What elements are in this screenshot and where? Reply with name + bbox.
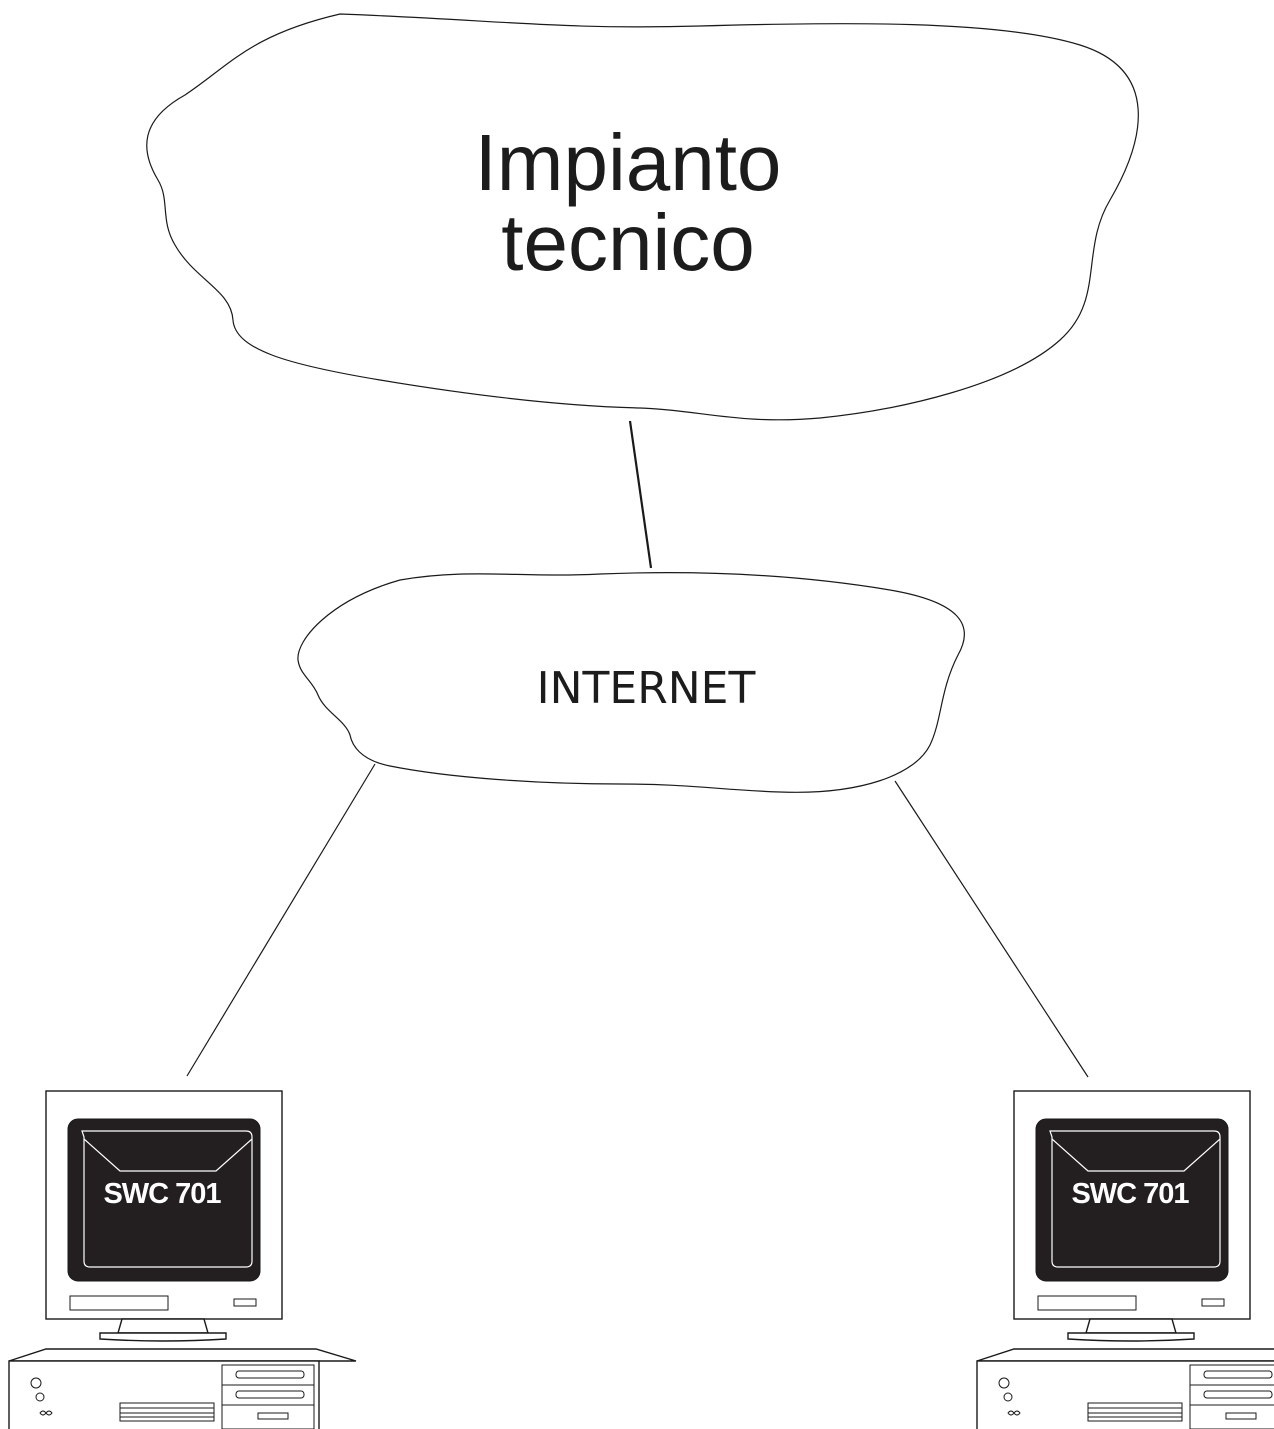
plant-cloud: Impianto tecnico [146, 13, 1139, 421]
internet-cloud-shape [297, 572, 965, 793]
client-left-computer: SWC 701 [8, 1090, 357, 1429]
plant-cloud-shape [146, 13, 1139, 421]
plant-label-line1: Impianto [475, 118, 782, 207]
link-plant-internet [628, 420, 653, 569]
link-internet-left-client [186, 763, 376, 1077]
internet-label: INTERNET [537, 663, 756, 714]
client-left-screen-label: SWC 701 [103, 1178, 221, 1210]
plant-label-line2: tecnico [501, 198, 754, 287]
client-right-screen-label: SWC 701 [1071, 1178, 1189, 1210]
link-internet-right-client [894, 780, 1089, 1078]
internet-cloud: INTERNET [297, 572, 965, 793]
client-right-computer: SWC 701 [976, 1090, 1274, 1429]
